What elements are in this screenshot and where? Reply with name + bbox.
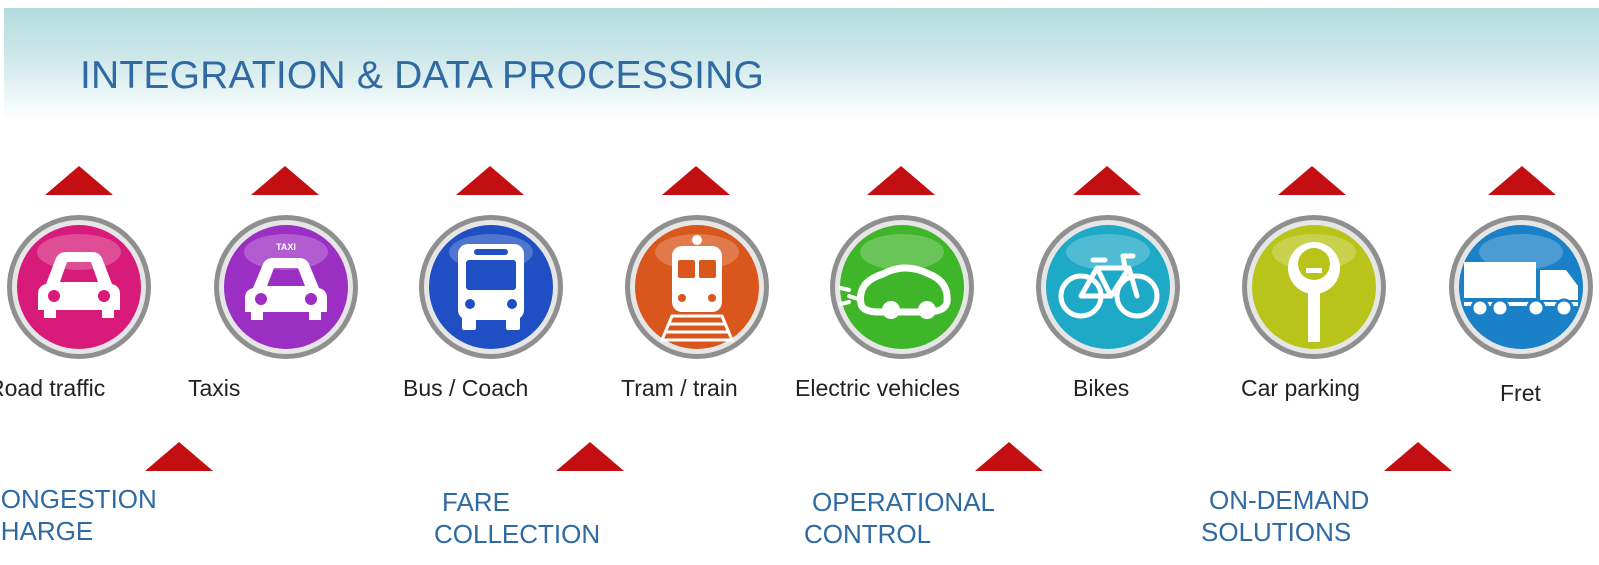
solution-fare-collection: FARE COLLECTION [434,486,600,550]
arrow-up-icon [556,442,624,471]
solution-congestion-charge: CONGESTION CHARGE [0,483,157,547]
mode-tram-train [622,212,772,362]
solution-on-demand: ON-DEMAND SOLUTIONS [1201,484,1369,548]
truck-icon [1449,215,1593,359]
electric-car-icon [830,215,974,359]
solution-line: FARE [442,487,510,517]
solution-line: ON-DEMAND [1209,485,1370,515]
mode-label: Taxis [188,375,241,401]
mode-label: Tram / train [621,375,738,401]
solution-line: CONTROL [804,519,932,549]
page-title: INTEGRATION & DATA PROCESSING [80,54,765,97]
car-icon [7,215,151,359]
mode-label: Road traffic [0,375,106,401]
arrow-up-icon [1278,166,1346,195]
bus-icon [419,215,563,359]
parking-meter-icon [1242,215,1386,359]
mode-label: Bus / Coach [403,375,529,401]
arrow-up-icon [145,442,213,471]
solution-line: CHARGE [0,516,94,546]
mode-fret [1446,212,1596,362]
mode-label: Electric vehicles [795,375,960,401]
taxi-badge: TAXI [276,242,296,252]
mode-taxis: TAXI [211,212,361,362]
bicycle-icon [1036,215,1180,359]
solution-line: OPERATIONAL [812,487,996,517]
arrow-up-icon [975,442,1043,471]
arrow-up-icon [867,166,935,195]
arrow-up-icon [251,166,319,195]
mode-label: Bikes [1073,375,1130,401]
solution-operational-control: OPERATIONAL CONTROL [804,486,995,550]
solution-line: CONGESTION [0,484,157,514]
mode-car-parking [1239,212,1389,362]
arrow-up-icon [1073,166,1141,195]
mode-bikes [1033,212,1183,362]
arrow-up-icon [1384,442,1452,471]
taxi-icon: TAXI [214,215,358,359]
arrow-up-icon [662,166,730,195]
mode-road-traffic [4,212,154,362]
solution-line: COLLECTION [434,519,601,549]
arrow-up-icon [456,166,524,195]
arrow-up-icon [45,166,113,195]
arrow-up-icon [1488,166,1556,195]
solution-line: SOLUTIONS [1201,517,1352,547]
train-icon [625,215,769,359]
mode-bus-coach [416,212,566,362]
header-banner: INTEGRATION & DATA PROCESSING [4,8,1599,120]
mode-label: Fret [1500,380,1541,406]
mode-electric-vehicles [827,212,977,362]
mode-label: Car parking [1241,375,1360,401]
